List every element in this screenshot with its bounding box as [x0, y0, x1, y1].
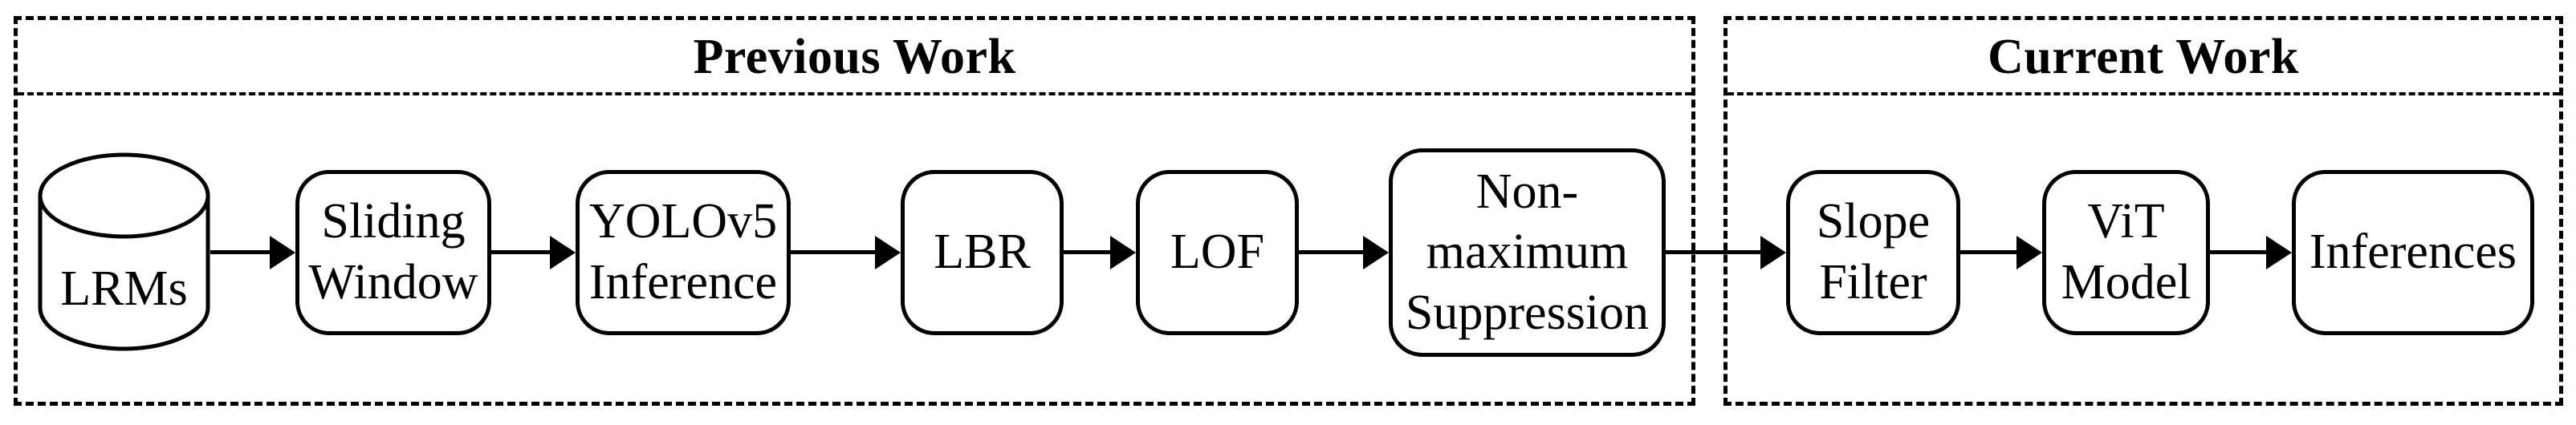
panel-current-work: [1723, 16, 2563, 406]
node-non-maximum-suppression: Non- maximum Suppression: [1389, 148, 1666, 357]
arrow-shaft: [791, 250, 881, 254]
node-lof: LOF: [1136, 170, 1299, 335]
arrowhead-icon: [875, 236, 901, 269]
node-vit-model: ViT Model: [2042, 170, 2210, 335]
arrowhead-icon: [1760, 236, 1786, 269]
current-work-title: Current Work: [1988, 29, 2299, 84]
arrowhead-icon: [2016, 236, 2042, 269]
node-inferences: Inferences: [2292, 170, 2534, 335]
arrow-shaft: [1299, 250, 1369, 254]
node-sliding-window: Sliding Window: [295, 170, 491, 335]
arrow-shaft: [1064, 250, 1117, 254]
node-lrms: [38, 152, 210, 351]
database-cylinder-icon: [38, 152, 210, 351]
previous-work-title: Previous Work: [693, 29, 1016, 84]
arrow-shaft: [491, 250, 556, 254]
node-slope-filter: Slope Filter: [1786, 170, 1960, 335]
arrowhead-icon: [2266, 236, 2292, 269]
arrow-shaft: [210, 250, 276, 254]
arrow-shaft: [1666, 250, 1767, 254]
arrow-shaft: [2210, 250, 2273, 254]
arrowhead-icon: [1363, 236, 1389, 269]
arrow-shaft: [1960, 250, 2023, 254]
panel-current-work-header: Current Work: [1728, 16, 2559, 95]
node-yolov5-inference: YOLOv5 Inference: [576, 170, 791, 335]
panel-previous-work: [14, 16, 1695, 406]
arrowhead-icon: [550, 236, 576, 269]
arrowhead-icon: [270, 236, 295, 269]
panel-previous-work-header: Previous Work: [18, 16, 1691, 95]
arrowhead-icon: [1110, 236, 1136, 269]
node-lrms-label: LRMs: [60, 261, 188, 316]
node-lbr: LBR: [901, 170, 1064, 335]
